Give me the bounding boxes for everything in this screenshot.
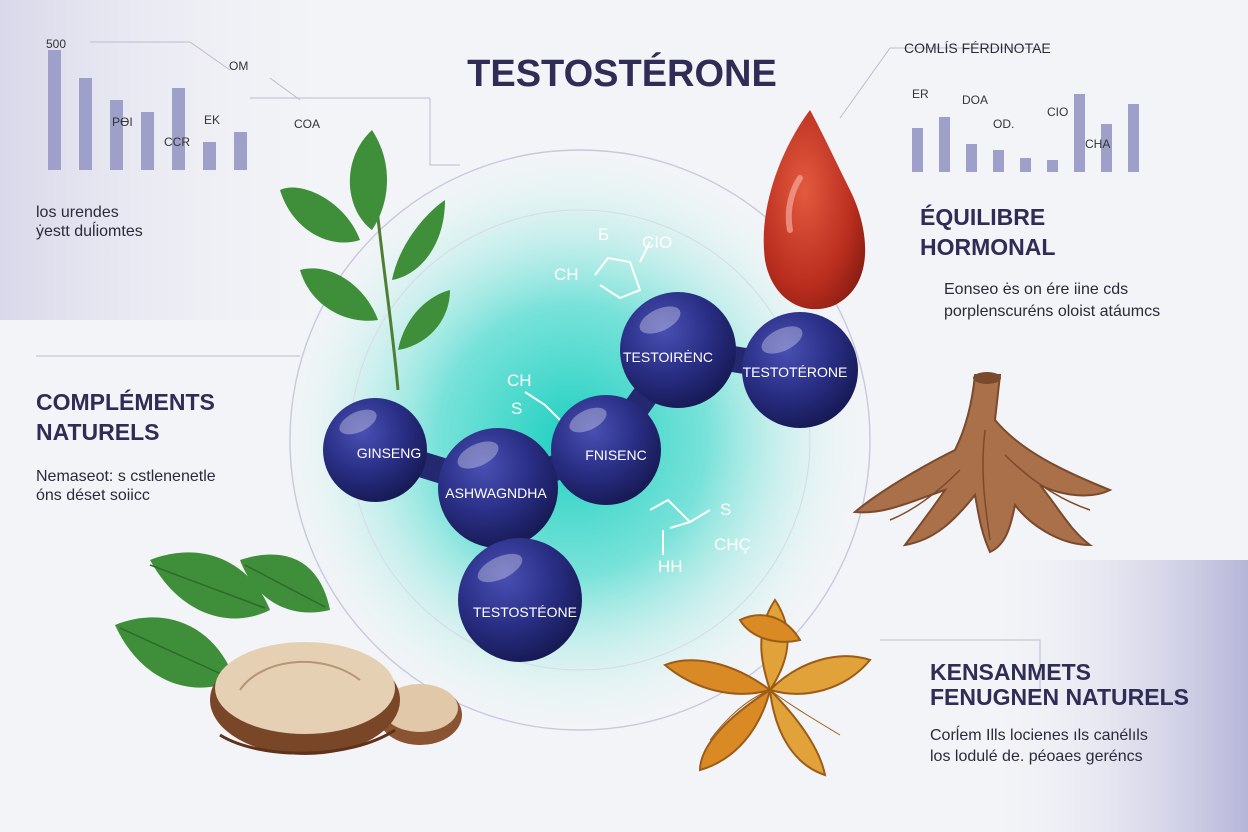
top-right-bar-4 — [993, 150, 1004, 172]
atom-ashwagandha — [438, 428, 558, 548]
chart-label-5: COA — [294, 117, 320, 131]
kensanmets-heading-line2: FENUGNEN NATURELS — [930, 684, 1189, 710]
complements-heading-line2: NATURELS — [36, 419, 160, 445]
equilibre-body-line2: porplenscuréns oloist atáumcs — [944, 303, 1160, 320]
outer-ring — [289, 149, 871, 731]
tr-label-3: OD. — [993, 117, 1014, 131]
root-slice-icon — [115, 552, 462, 755]
atom-fnisenc — [551, 395, 661, 505]
tr-label-2: DOA — [962, 93, 988, 107]
left-note-line2: ẏestt duĺiomtes — [36, 221, 143, 240]
atom-label-ashwagandha: ASHWAGNDHA — [445, 485, 547, 501]
leaf-branch-icon — [280, 130, 450, 391]
blood-drop-icon — [763, 110, 866, 310]
top-right-bar-7 — [1074, 94, 1085, 172]
atom-testoirenc — [620, 292, 736, 408]
chem-label-8: HH — [658, 557, 683, 576]
atom-label-testoirenc: TESTOIRĖNC — [623, 348, 713, 365]
tr-label-5: CHA — [1085, 137, 1110, 151]
equilibre-heading-line1: ÉQUILIBRE — [920, 203, 1045, 230]
top-left-chart: 500 PƟI CCR EK OM COA — [46, 37, 320, 170]
connector-lines — [36, 41, 1041, 690]
top-right-bars — [912, 94, 1139, 172]
tr-label-4: CIO — [1047, 105, 1068, 119]
top-left-bar-2 — [79, 78, 92, 170]
atom-ginseng — [323, 398, 427, 502]
top-right-chart-title: COMLÍS FÉRDINOTAE — [904, 40, 1051, 56]
complements-body-line2: óns déset soiicc — [36, 487, 150, 504]
fenugreek-icon — [663, 598, 872, 777]
top-right-bar-8 — [1101, 124, 1112, 172]
chart-label-1: PƟI — [112, 115, 133, 129]
top-left-bars — [48, 50, 247, 170]
atom-testoterone — [742, 312, 858, 428]
chem-label-3: CH — [554, 265, 579, 284]
top-right-bar-2 — [939, 117, 950, 172]
top-right-bar-3 — [966, 144, 977, 172]
top-left-bar-4 — [141, 112, 154, 170]
top-left-bar-1 — [48, 50, 61, 170]
equilibre-heading-line2: HORMONAL — [920, 234, 1055, 260]
equilibre-body-line1: Eonseo ės on ére iine cds — [944, 281, 1128, 298]
chart-axis-label: 500 — [46, 37, 66, 51]
ginseng-root-icon — [852, 372, 1113, 554]
chem-label-2: CIO — [642, 233, 672, 252]
kensanmets-body-line1: Corĺem Ills locienes ıls canélıls — [930, 725, 1148, 744]
complements-body-line1: Nemaseot: s cstlenenetle — [36, 468, 216, 485]
top-right-bar-9 — [1128, 104, 1139, 172]
top-left-bar-5 — [172, 88, 185, 170]
left-note-line1: los urendes — [36, 204, 119, 221]
chem-label-5: S — [511, 399, 522, 418]
top-right-bar-5 — [1020, 158, 1031, 172]
top-right-chart: COMLÍS FÉRDINOTAE ER DOA OD. CIO CHA — [904, 40, 1139, 172]
atom-label-testosteone: TESTOSTÉONE — [473, 604, 577, 620]
kensanmets-heading-line1: KENSANMETS — [930, 659, 1091, 685]
tr-label-1: ER — [912, 87, 929, 101]
bg-tint-right — [980, 560, 1248, 832]
chem-bonds — [524, 241, 711, 555]
top-left-bar-7 — [234, 132, 247, 170]
complements-heading-line1: COMPLÉMENTS — [36, 388, 215, 415]
top-left-bar-6 — [203, 142, 216, 170]
atom-label-fnisenc: FNISENC — [585, 447, 646, 463]
chem-label-6: S — [720, 500, 731, 519]
chart-label-4: OM — [229, 59, 248, 73]
top-right-bar-6 — [1047, 160, 1058, 172]
atom-testosteone — [458, 538, 582, 662]
top-left-bar-3 — [110, 100, 123, 170]
molecule: GINSENG ASHWAGNDHA FNISENC TESTOIRĖNC TE… — [323, 292, 858, 662]
atom-label-testoterone: TESTOTÉRONE — [743, 364, 848, 380]
chem-label-1: Б — [598, 225, 609, 244]
chem-label-7: CHÇ — [714, 535, 751, 554]
chart-label-3: EK — [204, 113, 220, 127]
top-right-bar-1 — [912, 128, 923, 172]
chart-label-2: CCR — [164, 135, 190, 149]
atom-label-ginseng: GINSENG — [357, 445, 422, 461]
chem-label-4: CH — [507, 371, 532, 390]
kensanmets-body-line2: los lodulé de. péoaes geréncs — [930, 748, 1143, 765]
chem-labels: Б CIO CH CH S S CHÇ HH — [507, 225, 751, 576]
page-title: TESTOSTÉRONE — [467, 51, 777, 95]
